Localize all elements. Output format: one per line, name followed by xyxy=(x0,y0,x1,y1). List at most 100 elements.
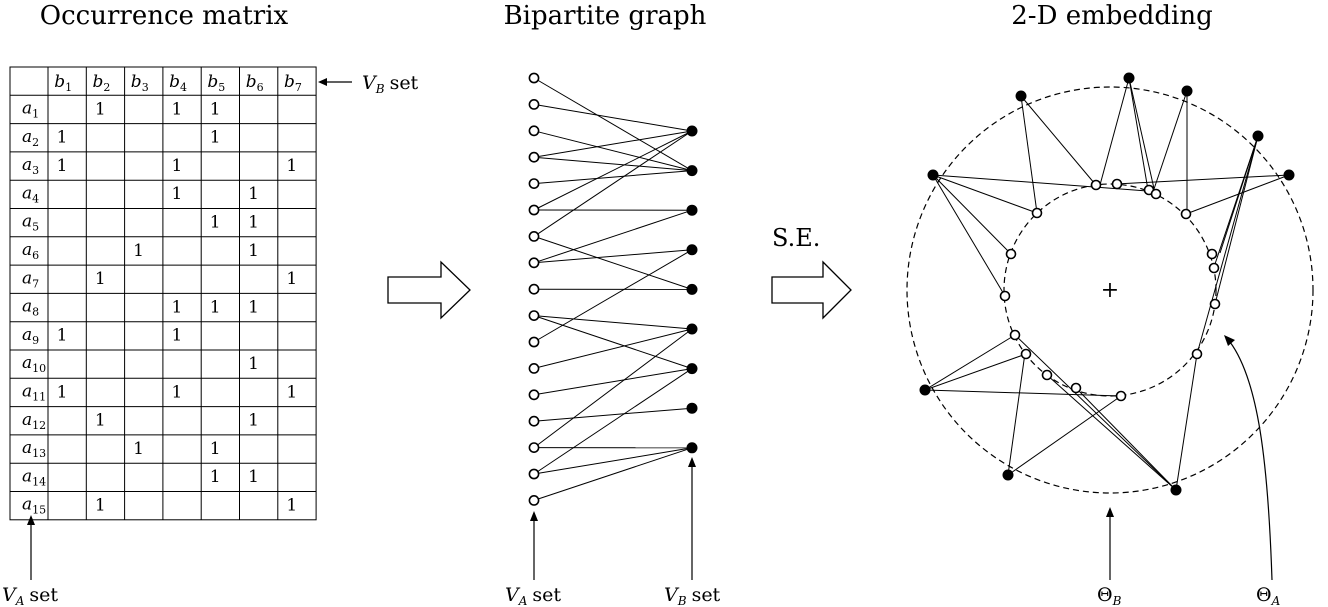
graph-edge xyxy=(533,130,693,172)
graph-va-node xyxy=(528,415,540,427)
matrix-row-header: a2 xyxy=(22,127,39,149)
inner-circle-theta-a xyxy=(1003,183,1217,397)
outer-circle-theta-b xyxy=(906,86,1314,494)
embedding-va-node xyxy=(1191,348,1203,360)
matrix-cell-value: 1 xyxy=(171,156,182,176)
transform-arrow-2 xyxy=(771,260,852,320)
matrix-row-header: a13 xyxy=(22,438,46,460)
matrix-row-header: a5 xyxy=(22,212,39,234)
graph-va-node xyxy=(528,257,540,269)
occurrence-matrix-grid xyxy=(9,66,317,521)
matrix-row-header: a3 xyxy=(22,155,39,177)
matrix-cell-value: 1 xyxy=(95,99,106,119)
graph-va-node xyxy=(528,442,540,453)
matrix-cell-value: 1 xyxy=(248,467,259,487)
embedding-va-node xyxy=(1209,298,1221,310)
graph-edge xyxy=(533,235,693,290)
embedding-va-node xyxy=(1111,178,1123,190)
matrix-row-header: a12 xyxy=(22,410,46,432)
bipartite-graph-vb-nodes xyxy=(686,125,698,454)
graph-edge xyxy=(533,368,693,396)
matrix-cell-value: 1 xyxy=(171,99,182,119)
graph-edge xyxy=(533,315,693,370)
va-set-arrowhead-graph xyxy=(530,511,538,521)
graph-vb-node xyxy=(686,442,698,454)
graph-edge xyxy=(533,209,693,264)
spectral-embedding-label: S.E. xyxy=(772,224,820,252)
graph-vb-node xyxy=(686,165,698,177)
embedding-va-node xyxy=(1206,248,1218,260)
matrix-cell-value: 1 xyxy=(171,297,182,317)
matrix-row-header: a4 xyxy=(22,183,39,205)
embedding-va-node xyxy=(1090,179,1102,191)
graph-va-node xyxy=(528,151,540,163)
matrix-cell-value: 1 xyxy=(210,297,221,317)
matrix-cell-value: 1 xyxy=(286,382,297,402)
graph-vb-node xyxy=(686,283,698,295)
bipartite-graph-va-nodes xyxy=(528,72,540,506)
matrix-row-header: a11 xyxy=(22,381,46,403)
matrix-cell-value: 1 xyxy=(210,467,221,487)
graph-va-node xyxy=(528,310,540,321)
center-marker: + xyxy=(1101,278,1119,303)
matrix-cell-value: 1 xyxy=(133,439,144,459)
matrix-cell-value: 1 xyxy=(248,213,259,233)
matrix-cell-value: 1 xyxy=(210,213,221,233)
embedding-vb-node xyxy=(919,384,931,396)
embedding-vb-node xyxy=(1252,130,1264,142)
vb-set-arrowhead-matrix xyxy=(318,78,327,86)
va-set-arrowhead-matrix xyxy=(27,515,35,525)
graph-va-node xyxy=(528,283,540,295)
matrix-title: Occurrence matrix xyxy=(40,1,289,31)
theta-a-arrowhead xyxy=(1224,335,1235,346)
graph-edge xyxy=(533,328,693,369)
embedding-va-nodes xyxy=(999,178,1221,402)
matrix-cell-value: 1 xyxy=(248,411,259,431)
matrix-column-header: b7 xyxy=(284,72,302,94)
matrix-cell-value: 1 xyxy=(286,156,297,176)
matrix-row-header: a8 xyxy=(22,297,39,319)
matrix-column-header: b6 xyxy=(246,72,264,94)
theta-a-label: ΘA xyxy=(1256,584,1281,607)
graph-va-node xyxy=(528,204,540,216)
graph-edge xyxy=(533,103,693,132)
embedding-va-node xyxy=(1041,369,1053,381)
graph-va-node xyxy=(528,99,540,110)
matrix-cell-value: 1 xyxy=(171,326,182,346)
graph-vb-node xyxy=(686,125,698,137)
vb-set-arrowhead-graph xyxy=(688,457,696,467)
embedding-vb-node xyxy=(927,169,939,181)
graph-va-node xyxy=(528,389,540,401)
matrix-cell-value: 1 xyxy=(133,241,144,261)
graph-va-node xyxy=(528,72,540,84)
matrix-cell-value: 1 xyxy=(248,184,259,204)
matrix-cell-value: 1 xyxy=(95,411,106,431)
graph-edge xyxy=(533,130,693,158)
embedding-va-node xyxy=(1070,382,1082,394)
embedding-vb-node xyxy=(1170,484,1182,496)
graph-edge xyxy=(533,130,693,211)
matrix-cell-value: 1 xyxy=(248,241,259,261)
graph-edge xyxy=(533,156,693,172)
graph-edge xyxy=(533,328,693,448)
matrix-column-header: b3 xyxy=(131,72,149,94)
theta-a-pointer xyxy=(1229,341,1273,581)
matrix-cell-value: 1 xyxy=(286,269,297,289)
graph-vb-node xyxy=(686,402,698,414)
embedding-va-node xyxy=(1208,262,1220,274)
embedding-va-node xyxy=(1009,329,1021,341)
graph-vb-node xyxy=(686,363,698,375)
graph-title: Bipartite graph xyxy=(504,1,707,31)
graph-edge xyxy=(533,170,693,185)
theta-b-arrowhead xyxy=(1106,507,1114,517)
matrix-cell-value: 1 xyxy=(171,184,182,204)
graph-edge xyxy=(533,315,693,330)
matrix-column-header: b1 xyxy=(54,72,72,94)
graph-va-node xyxy=(528,362,540,374)
graph-edge xyxy=(533,368,693,475)
matrix-row-header: a10 xyxy=(22,353,46,375)
